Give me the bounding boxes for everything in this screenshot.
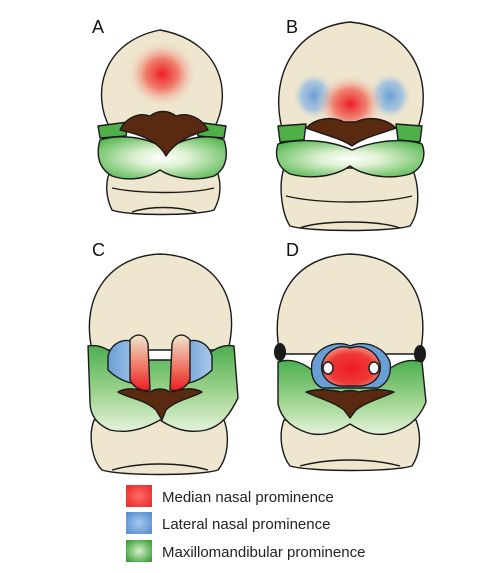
- stomodeum-b: [305, 117, 397, 147]
- median-nasal-prominence-b: [316, 68, 384, 128]
- body-segments-b: [280, 167, 419, 232]
- panel-label-a: A: [92, 17, 104, 37]
- panel-d: D: [274, 240, 427, 472]
- legend: Median nasal prominence Lateral nasal pr…: [126, 485, 365, 562]
- stomodeum-c: [117, 388, 203, 421]
- stomodeum-a: [119, 110, 209, 157]
- body-segments-c: [90, 419, 229, 476]
- median-nasal-prominence-a: [126, 40, 198, 108]
- head-d: [276, 253, 424, 355]
- panel-label-b: B: [286, 17, 298, 37]
- panel-c: C: [87, 240, 239, 476]
- legend-label-lateral: Lateral nasal prominence: [162, 516, 330, 533]
- legend-label-median: Median nasal prominence: [162, 489, 334, 506]
- legend-swatch-median: [126, 485, 152, 507]
- median-nasal-prominence-c-right: [169, 334, 191, 392]
- median-nasal-prominence-c-left: [129, 334, 151, 392]
- legend-swatch-lateral: [126, 512, 152, 534]
- stomodeum-d: [305, 389, 395, 419]
- panel-b: B: [275, 17, 425, 232]
- maxillomandibular-prominence-a: [97, 121, 129, 139]
- mandibular-lobes-b: [275, 139, 425, 178]
- panel-label-d: D: [286, 240, 299, 260]
- panel-a: A: [92, 17, 227, 216]
- panel-label-c: C: [92, 240, 105, 260]
- eye-right-d: [414, 345, 426, 363]
- head-c: [88, 253, 233, 351]
- nostril-right-d: [368, 361, 380, 375]
- eye-left-d: [274, 343, 286, 361]
- nostril-left-d: [322, 361, 334, 375]
- median-nasal-prominence-d: [321, 346, 381, 387]
- maxillomandibular-prominence-b: [277, 123, 307, 143]
- legend-label-maxillo: Maxillomandibular prominence: [162, 544, 365, 561]
- legend-swatch-maxillo: [126, 540, 152, 562]
